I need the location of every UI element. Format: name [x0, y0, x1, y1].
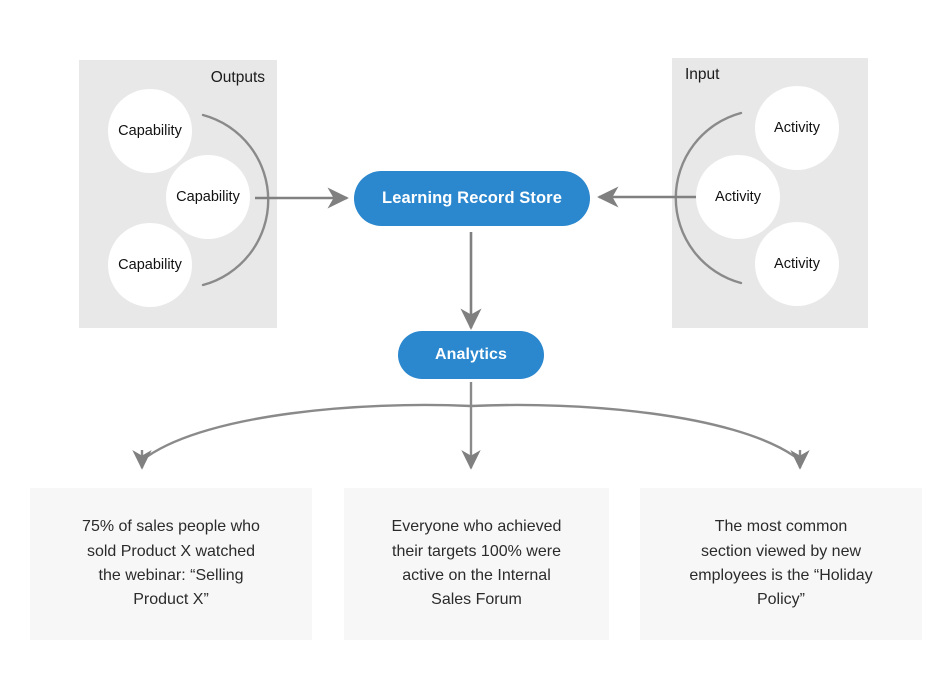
- insight-line: section viewed by new: [700, 542, 862, 560]
- node-label: Analytics: [434, 346, 508, 363]
- node-label: Learning Record Store: [382, 189, 562, 207]
- bubble-label: Activity: [774, 256, 820, 272]
- analytics-branch-right: [469, 403, 796, 458]
- insight-box-3: The most common section viewed by new em…: [640, 488, 922, 640]
- insight-line: Policy”: [756, 591, 805, 609]
- bubble-activity-1[interactable]: Activity: [755, 86, 839, 170]
- insight-text: The most common section viewed by new em…: [689, 515, 872, 612]
- insight-text: 75% of sales people who sold Product X w…: [82, 515, 260, 612]
- bubble-label: Capability: [118, 123, 182, 139]
- insight-line: the webinar: “Selling: [98, 567, 244, 584]
- insight-box-2: Everyone who achieved their targets 100%…: [344, 488, 609, 640]
- bubble-capability-1[interactable]: Capability: [108, 89, 192, 173]
- analytics-branch-left: [146, 403, 473, 458]
- insight-text: Everyone who achieved their targets 100%…: [392, 515, 562, 612]
- bubble-capability-2[interactable]: Capability: [166, 155, 250, 239]
- bubble-activity-3[interactable]: Activity: [755, 222, 839, 306]
- insight-line: employees is the “Holiday: [689, 567, 873, 584]
- bubble-label: Capability: [118, 257, 182, 273]
- insight-line: active on the Internal: [402, 567, 551, 584]
- panel-label-input: Input: [685, 66, 720, 83]
- bubble-activity-2[interactable]: Activity: [696, 155, 780, 239]
- node-analytics[interactable]: Analytics: [398, 331, 544, 379]
- insight-line: sold Product X watched: [86, 542, 256, 560]
- insight-line: their targets 100% were: [392, 542, 561, 560]
- insight-line: Sales Forum: [431, 591, 522, 609]
- insight-line: 75% of sales people who: [82, 518, 260, 536]
- bubble-label: Activity: [774, 120, 820, 136]
- insight-box-1: 75% of sales people who sold Product X w…: [30, 488, 312, 640]
- bubble-label: Activity: [715, 189, 761, 205]
- bubble-label: Capability: [176, 189, 240, 205]
- insight-line: The most common: [714, 518, 848, 536]
- bubble-capability-3[interactable]: Capability: [108, 223, 192, 307]
- node-learning-record-store[interactable]: Learning Record Store: [354, 171, 590, 226]
- panel-label-outputs: Outputs: [210, 69, 265, 86]
- insight-line: Product X”: [133, 591, 209, 609]
- insight-line: Everyone who achieved: [391, 518, 562, 536]
